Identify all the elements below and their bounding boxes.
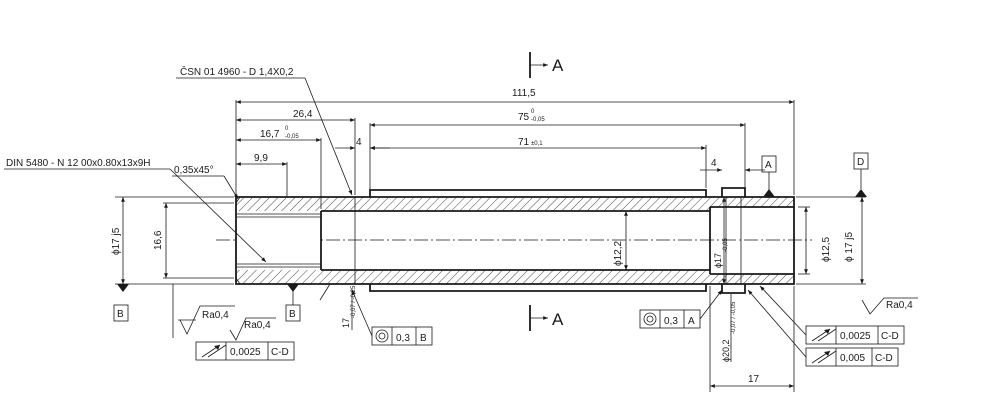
dim-16-7-text: 16,7 — [260, 129, 280, 140]
roughness-3-text: Ra0,4 — [886, 300, 913, 311]
dimension-dia12-2: ϕ12,2 — [613, 211, 628, 270]
dimension-17-bottom: 17 — [709, 286, 795, 392]
callout-din-text: DIN 5480 - N 12 00x0.80x13x9H — [6, 158, 151, 169]
tolerance-frame-runout-left: 0,0025 C-D — [195, 341, 295, 361]
dimension-16-7: 16,7 0 -0,05 — [236, 126, 322, 209]
dim-dia17-mid-text: ϕ17 — [713, 253, 723, 268]
dim-17-left-small-tol: -0,07 / -0,25 — [351, 285, 357, 318]
dim-71-text: 71 — [518, 137, 530, 148]
shaft-body — [235, 187, 795, 294]
dim-dia17-right-text: ϕ 17 j5 — [844, 231, 855, 262]
conc-a-value: 0,3 — [664, 316, 678, 327]
dim-71-tol: ±0,1 — [531, 141, 543, 147]
dim-75-text: 75 — [518, 112, 530, 123]
tolerance-frame-conc-a: 0,3 A — [639, 289, 723, 329]
runout-arrow-icon — [811, 328, 837, 342]
tolerance-frame-runout-right-1: 0,0025 C-D — [759, 285, 905, 345]
conc-b-datum: B — [420, 333, 427, 344]
dim-overall-text: 111,5 — [512, 88, 536, 99]
runout-left-datum: C-D — [271, 347, 289, 358]
datum-d: D — [853, 152, 869, 197]
runout-right-1-value: 0,0025 — [840, 331, 871, 342]
dimension-dia20-2: ϕ20,2 -0,07 / -0,05 — [721, 294, 737, 362]
roughness-2-text: Ra0,4 — [244, 320, 271, 331]
dim-dia12-2-text: ϕ12,2 — [613, 240, 624, 266]
dimension-75: 75 0 -0,05 — [369, 109, 746, 190]
dimension-16-6: 16,6 — [153, 202, 234, 279]
section-marker-bottom: A — [529, 305, 564, 331]
dim-dia20-2-text: ϕ20,2 — [721, 339, 731, 362]
runout-arrow-icon — [201, 344, 227, 358]
callout-csn-text: ČSN 01 4960 - D 1,4X0,2 — [180, 65, 294, 78]
dimension-26-4: 26,4 — [236, 109, 356, 195]
runout-right-2-datum: C-D — [875, 353, 893, 364]
dimension-71: 71 ±0,1 — [370, 137, 707, 188]
dimension-4-right: 4 — [700, 158, 765, 172]
runout-right-2-value: 0,005 — [840, 353, 865, 364]
dim-16-7-tol-low: -0,05 — [285, 134, 299, 140]
tolerance-frame-runout-right-2: 0,005 C-D — [747, 289, 899, 367]
dim-9-9-text: 9,9 — [254, 153, 268, 164]
dim-4-right-text: 4 — [711, 158, 717, 169]
datum-b-left: B — [113, 284, 129, 322]
dimension-4-left: 4 — [335, 137, 390, 150]
concentricity-icon — [643, 312, 657, 326]
dimension-dia17-mid: ϕ17 -0,05 — [713, 197, 729, 284]
callout-chamfer: 0,35x45° — [172, 165, 239, 200]
callout-csn: ČSN 01 4960 - D 1,4X0,2 — [176, 65, 353, 196]
dim-4-left-text: 4 — [356, 137, 362, 148]
dimension-9-9: 9,9 — [236, 153, 288, 197]
dimension-dia17-right: ϕ 17 j5 — [796, 196, 866, 285]
section-label-bottom: A — [552, 310, 564, 329]
dim-26-4-text: 26,4 — [293, 109, 313, 120]
dimension-dia12-5: ϕ12,5 — [798, 206, 832, 275]
roughness-2: Ra0,4 — [229, 317, 276, 341]
dimension-overall: 111,5 — [235, 88, 795, 195]
dimension-17-left-small: 17 -0,07 / -0,25 — [341, 285, 357, 330]
dim-75-tol-up: 0 — [531, 109, 535, 115]
dim-16-7-tol-up: 0 — [285, 126, 289, 132]
datum-a-text: A — [765, 160, 772, 171]
dim-dia17-left-text: ϕ17 j5 — [111, 227, 122, 255]
dim-dia12-5-text: ϕ12,5 — [821, 236, 832, 262]
runout-arrow-icon — [811, 350, 837, 364]
datum-b-left-text: B — [117, 309, 124, 320]
roughness-1-text: Ra0,4 — [202, 310, 229, 321]
datum-d-text: D — [857, 157, 864, 168]
section-marker-top: A — [529, 52, 564, 78]
callout-chamfer-text: 0,35x45° — [174, 165, 214, 176]
dim-17-left-small-text: 17 — [341, 318, 351, 328]
dimension-dia17-left: ϕ17 j5 — [111, 196, 234, 285]
section-label-top: A — [552, 56, 564, 75]
runout-left-value: 0,0025 — [230, 347, 261, 358]
conc-a-datum: A — [688, 316, 695, 327]
datum-a: A — [761, 155, 777, 197]
dim-17-bottom-text: 17 — [748, 374, 760, 385]
leader-line — [319, 283, 331, 301]
conc-b-value: 0,3 — [396, 333, 410, 344]
dim-dia20-2-tol: -0,07 / -0,05 — [731, 301, 737, 334]
tolerance-frame-conc-b: 0,3 B — [351, 289, 433, 346]
runout-right-1-datum: C-D — [881, 331, 899, 342]
dim-dia17-mid-tol: -0,05 — [723, 238, 729, 252]
dim-75-tol-low: -0,05 — [531, 117, 545, 123]
dim-16-6-text: 16,6 — [153, 230, 164, 250]
datum-b-mid-text: B — [289, 309, 296, 320]
roughness-1: Ra0,4 — [172, 284, 235, 338]
roughness-3: Ra0,4 — [861, 297, 918, 315]
callout-din: DIN 5480 - N 12 00x0.80x13x9H — [4, 158, 267, 263]
datum-b-mid: B — [285, 284, 301, 322]
concentricity-icon — [375, 329, 389, 343]
